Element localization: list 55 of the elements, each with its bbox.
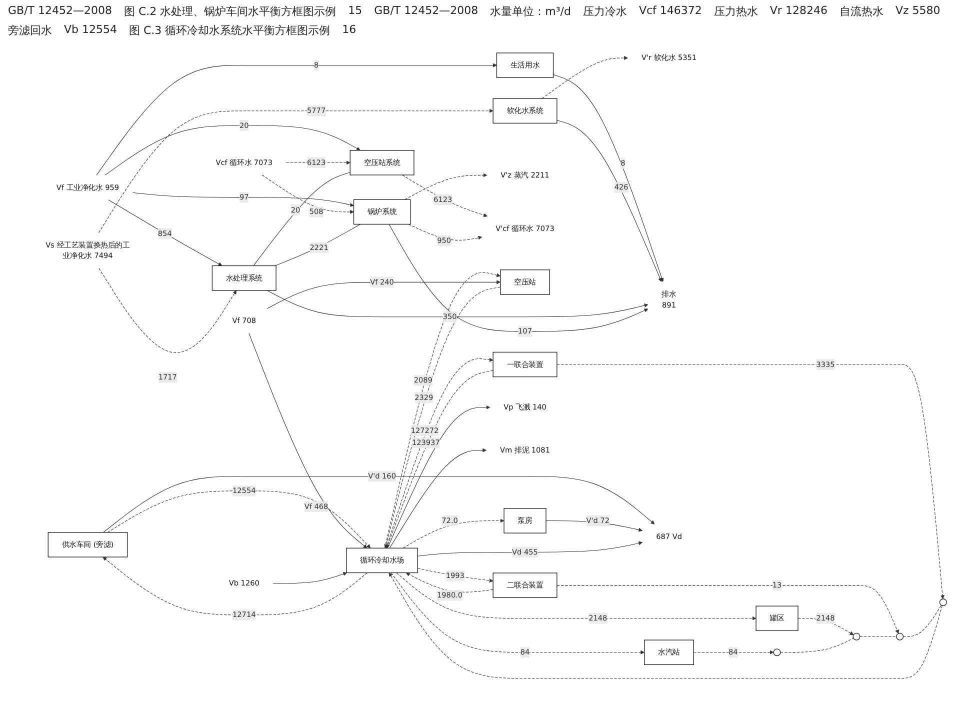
arrow [553, 74, 664, 282]
node-circle [896, 632, 904, 640]
note-text: 图 C.2 水处理、锅炉车间水平衡方框图示例 [124, 4, 336, 19]
note-text: Vb 12554 [64, 23, 117, 38]
arrow [408, 224, 482, 240]
node-circle [939, 598, 947, 606]
arrow [402, 174, 488, 218]
arrow [556, 364, 945, 600]
connector [780, 638, 854, 653]
arrow [417, 568, 494, 583]
note-text: Vz 5580 [895, 4, 940, 19]
arrow [104, 125, 360, 176]
arrow [108, 200, 222, 266]
arrow [546, 520, 643, 532]
node-circle [852, 632, 860, 640]
note-text: 水量单位：m³/d [490, 4, 571, 19]
arrow [542, 56, 628, 99]
note-text: 图 C.3 循环冷却水系统水平衡方框图示例 [129, 23, 330, 38]
arrow [266, 280, 501, 309]
arrow [248, 332, 368, 548]
note-text: 压力冷水 [582, 4, 627, 19]
arrow [417, 541, 643, 556]
arrow [266, 290, 648, 318]
note-text: 旁滤回水 [8, 23, 52, 38]
arrow [389, 448, 487, 548]
arrow [98, 268, 237, 353]
arrow [693, 650, 774, 654]
arrow [387, 405, 490, 548]
arrow [286, 160, 350, 165]
arrow [798, 618, 854, 636]
arrow [272, 572, 348, 584]
note-text: 自流热水 [839, 4, 884, 19]
arrow [103, 476, 655, 533]
note-text: 15 [348, 4, 362, 19]
arrow [404, 173, 488, 200]
connector [902, 604, 942, 637]
arrow [132, 192, 354, 207]
note-text: Vr 128246 [770, 4, 828, 19]
connector [253, 172, 350, 266]
note-text: GB/T 12452—2008 [374, 4, 478, 19]
arrow [388, 224, 648, 332]
node-circle [773, 648, 781, 656]
arrow [556, 585, 899, 634]
arrow [402, 518, 504, 548]
note-text: 16 [342, 23, 356, 38]
arrow [98, 108, 494, 233]
note-text: 压力热水 [714, 4, 758, 19]
connector [274, 224, 361, 266]
arrow [96, 63, 497, 176]
arrow [102, 556, 368, 616]
arrow [107, 490, 371, 548]
note-text: GB/T 12452—2008 [8, 4, 112, 19]
arrow [262, 174, 354, 214]
note-text: Vcf 146372 [638, 4, 702, 19]
arrow [556, 120, 662, 282]
